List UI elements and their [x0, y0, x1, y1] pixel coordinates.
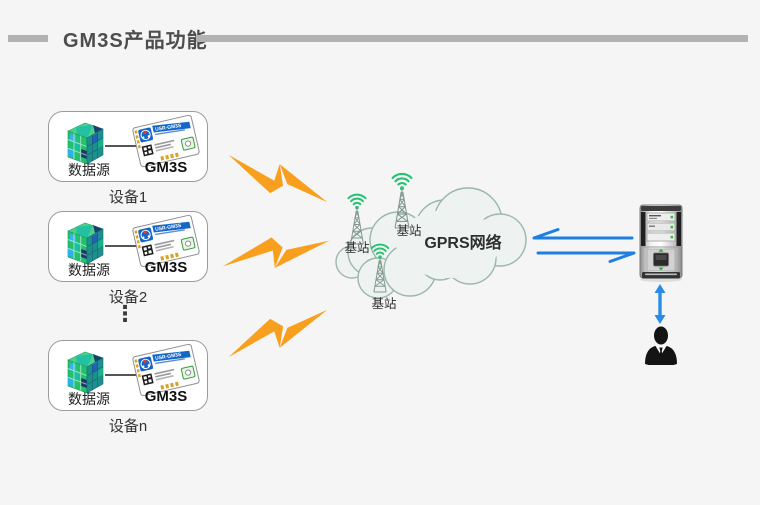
- device-group-n: 数据源 GM3S 设备n: [48, 340, 208, 435]
- base-station-label: 基站: [396, 224, 422, 238]
- title-rule-left: [8, 35, 48, 42]
- connector-line: [105, 245, 139, 247]
- device-box: 数据源 GM3S: [48, 211, 208, 282]
- user-icon: [645, 326, 677, 365]
- device-caption: 设备1: [108, 189, 148, 206]
- data-source-label: 数据源: [68, 262, 110, 278]
- gprs-network-label: GPRS网络: [424, 235, 502, 252]
- page-title: GM3S产品功能: [63, 30, 208, 52]
- base-station-label: 基站: [344, 241, 370, 255]
- module-label: GM3S: [144, 259, 188, 276]
- lightning-bolt-icon: [224, 154, 332, 203]
- device-box: 数据源 GM3S: [48, 340, 208, 411]
- server-user-arrow-icon: [654, 284, 666, 324]
- title-rule-right: [196, 35, 748, 42]
- device-box: 数据源 GM3S: [48, 111, 208, 182]
- connector-line: [105, 145, 139, 147]
- data-exchange-arrows-icon: [532, 228, 636, 263]
- lightning-bolt-icon: [222, 231, 330, 276]
- gprs-cloud: [335, 172, 527, 299]
- server-icon: [639, 204, 683, 282]
- device-caption: 设备2: [108, 289, 148, 306]
- data-source-label: 数据源: [68, 162, 110, 178]
- device-group-2: 数据源 GM3S 设备2: [48, 211, 208, 306]
- connector-line: [105, 374, 139, 376]
- device-caption: 设备n: [108, 418, 148, 435]
- data-source-label: 数据源: [68, 391, 110, 407]
- module-label: GM3S: [144, 159, 188, 176]
- lightning-bolt-icon: [224, 309, 332, 358]
- base-station-label: 基站: [371, 297, 397, 311]
- more-devices-ellipsis: ⋮: [114, 301, 136, 326]
- module-label: GM3S: [144, 388, 188, 405]
- device-group-1: 数据源 GM3S 设备1: [48, 111, 208, 206]
